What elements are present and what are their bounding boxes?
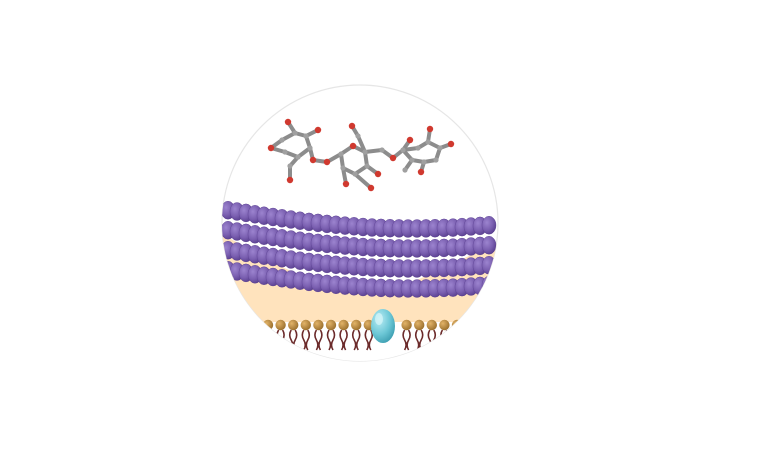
carbon-atom (303, 133, 309, 139)
lipid-tail (490, 329, 498, 351)
lipid-head (351, 319, 362, 331)
lipid-head (262, 319, 274, 331)
glycan-molecule-model (267, 118, 455, 192)
cell-membrane (222, 319, 498, 361)
carbon-atom (340, 165, 346, 171)
lipid-tail (364, 329, 374, 351)
wall-bead (481, 235, 497, 255)
carbon-atom (362, 149, 368, 155)
oxygen-atom (417, 168, 425, 176)
oxygen-atom (284, 118, 292, 126)
carbon-atom (307, 145, 313, 151)
lipid-head (464, 319, 475, 331)
lipid-head (426, 319, 437, 331)
wall-strand (222, 200, 497, 238)
oxygen-atom (406, 136, 414, 144)
oxygen-atom (309, 156, 317, 164)
oxygen-atom (374, 170, 382, 178)
lipid-head (489, 319, 498, 331)
lipid-head (300, 319, 311, 331)
glycan-bond (363, 148, 384, 154)
wall-strand (222, 240, 497, 278)
lipid-tail (402, 329, 411, 351)
lipid-tail (465, 329, 474, 351)
carbon-atom (402, 167, 408, 173)
oxygen-atom (349, 142, 357, 150)
lipid-tail (263, 329, 273, 351)
wall-bead (481, 256, 497, 275)
lipid-tail (301, 329, 311, 351)
carbon-atom (295, 154, 301, 160)
lipid-tail (326, 329, 336, 351)
oxygen-atom (367, 184, 375, 192)
lipid-tail (414, 329, 424, 351)
lipid-tail (339, 329, 348, 351)
membrane-protein (371, 309, 395, 343)
periplasm-layer (222, 230, 498, 330)
carbon-atom (287, 163, 293, 169)
wall-bead (481, 276, 497, 295)
oxygen-atom (323, 158, 331, 166)
carbon-atom (425, 139, 431, 145)
lipid-tail (452, 329, 462, 351)
carbon-atom (415, 145, 421, 151)
glycan-bond (356, 134, 367, 154)
oxygen-atom (426, 125, 434, 133)
lipid-tail (351, 329, 361, 351)
oxygen-atom (314, 126, 322, 134)
carbon-atom (437, 145, 443, 151)
carbon-atom (379, 147, 385, 153)
carbon-atom (400, 147, 406, 153)
carbon-atom (279, 137, 285, 143)
lipid-head (325, 319, 337, 331)
lipid-head (275, 319, 286, 331)
oxygen-atom (447, 140, 455, 148)
lipid-tail (477, 329, 487, 351)
wall-strand (222, 220, 497, 258)
carbon-atom (338, 151, 344, 157)
carbon-atom (292, 130, 298, 136)
lipid-tail (314, 329, 323, 351)
oxygen-atom (389, 154, 397, 162)
carbon-atom (355, 133, 361, 139)
oxygen-atom (342, 180, 350, 188)
lipid-head (338, 319, 349, 331)
lipid-head (401, 319, 412, 331)
oxygen-atom (267, 144, 275, 152)
lipid-head (288, 319, 299, 331)
carbon-atom (433, 157, 439, 163)
oxygen-atom (286, 176, 294, 184)
carbon-atom (352, 171, 358, 177)
wall-bead (481, 215, 497, 235)
carbon-atom (364, 163, 370, 169)
carbon-atom (409, 157, 415, 163)
glycan-bond (353, 172, 373, 190)
lipid-head (477, 319, 488, 331)
lipid-head (414, 319, 425, 331)
carbon-atom (282, 149, 288, 155)
lipid-tail (440, 329, 449, 351)
lipid-head (313, 319, 324, 331)
carbon-atom (421, 159, 427, 165)
oxygen-atom (348, 122, 356, 130)
lipid-head (439, 319, 450, 331)
peptidoglycan-wall (222, 200, 497, 298)
